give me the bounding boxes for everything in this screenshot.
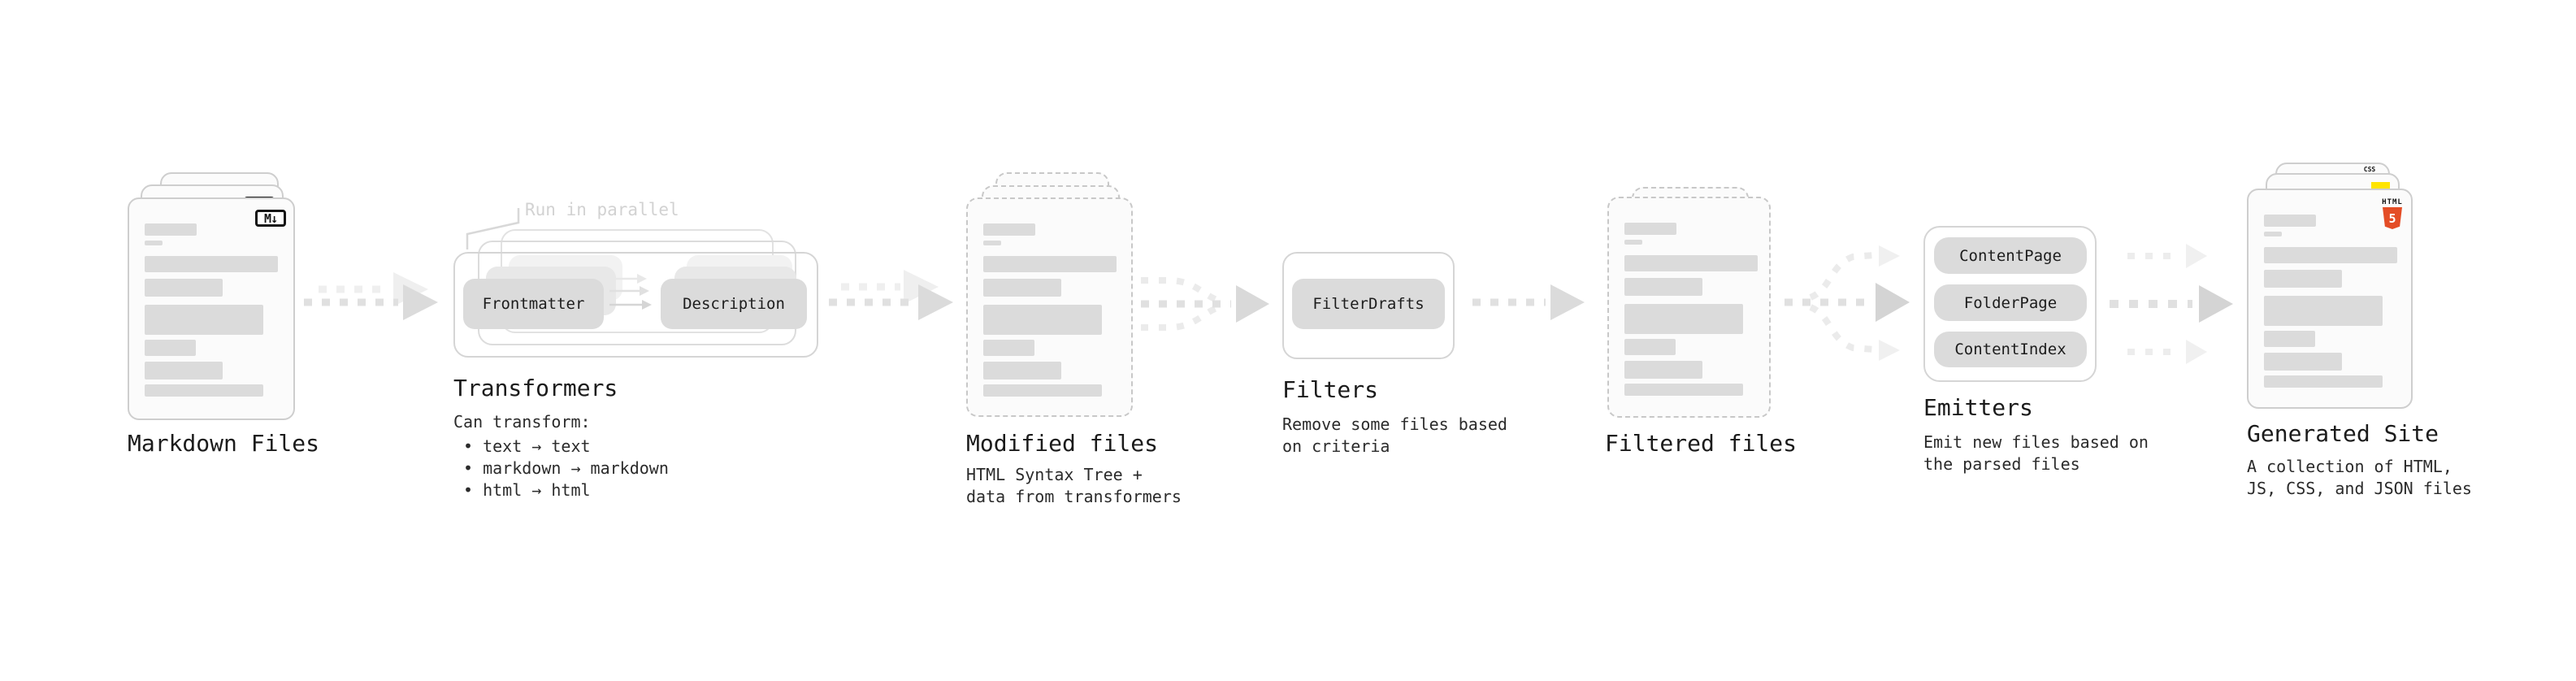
text-line-placeholder [145,241,163,245]
transformers-bullet-3: • html → html [463,480,591,500]
modified-files-desc-line2: data from transformers [966,487,1182,506]
text-line-placeholder [2264,247,2397,263]
html5-icon-shield: 5 [2383,207,2402,229]
text-line-placeholder [2264,232,2282,236]
text-line-placeholder [1624,278,1702,296]
filter-node-filterdrafts: FilterDrafts [1292,279,1445,329]
text-line-placeholder [145,256,278,272]
filters-desc-line2: on criteria [1282,436,1390,456]
filtered-files-title: Filtered files [1605,430,1798,457]
text-line-placeholder [145,384,263,397]
generated-file-card-html: HTML 5 [2247,189,2413,409]
generated-site-title: Generated Site [2247,420,2439,447]
emitters-desc-line1: Emit new files based on [1923,432,2149,452]
text-line-placeholder [2264,270,2342,288]
generated-site-desc-line2: JS, CSS, and JSON files [2247,479,2472,498]
run-in-parallel-annotation: Run in parallel [525,200,679,219]
markdown-file-card-front: M↓ [128,197,295,420]
arrow-markdown-to-transformers [304,272,438,320]
text-line-placeholder [145,223,197,236]
text-line-placeholder [2264,215,2316,227]
text-line-placeholder [1624,339,1676,355]
text-line-placeholder [145,340,196,356]
arrow-filtered-to-emitters [1785,245,1910,361]
transformers-bullet-2: • markdown → markdown [463,458,669,478]
filters-desc: Remove some files based on criteria [1282,414,1507,458]
markdown-files-title: Markdown Files [128,430,320,457]
emitter-node-contentindex: ContentIndex [1934,332,2087,367]
modified-files-desc: HTML Syntax Tree + data from transformer… [966,464,1182,508]
html5-icon: HTML 5 [2381,198,2404,229]
transformers-container-front [453,252,818,358]
text-line-placeholder [983,256,1117,272]
text-line-placeholder [145,279,223,297]
text-line-placeholder [983,340,1034,356]
text-line-placeholder [145,362,223,380]
modified-files-desc-line1: HTML Syntax Tree + [966,465,1143,484]
emitters-title: Emitters [1923,394,2033,421]
emitters-desc: Emit new files based on the parsed files [1923,432,2149,475]
emitters-container [1923,226,2097,382]
transformers-bullet-1: • text → text [463,436,591,456]
text-line-placeholder [983,362,1061,380]
text-line-placeholder [2264,375,2383,388]
transformers-bullet-list: • text → text • markdown → markdown • ht… [463,436,669,501]
text-line-placeholder [1624,304,1743,334]
text-line-placeholder [983,305,1102,335]
text-line-placeholder [2264,353,2342,371]
text-line-placeholder [1624,361,1702,379]
text-line-placeholder [1624,384,1743,396]
arrow-emitters-to-generated [2110,244,2233,364]
filters-container [1282,252,1455,359]
text-line-placeholder [1624,240,1642,245]
generated-site-desc-line1: A collection of HTML, [2247,457,2452,476]
emitter-node-contentpage: ContentPage [1934,237,2087,274]
text-line-placeholder [983,223,1035,236]
text-line-placeholder [1624,255,1758,271]
arrow-modified-to-filters [1141,277,1269,331]
emitters-desc-line2: the parsed files [1923,454,2080,474]
filters-desc-line1: Remove some files based [1282,414,1507,434]
text-line-placeholder [983,241,1001,245]
filtered-file-card-front [1607,197,1771,418]
text-line-placeholder [2264,331,2315,347]
generated-site-desc: A collection of HTML, JS, CSS, and JSON … [2247,456,2472,500]
css-icon-label: CSS [2363,166,2376,173]
arrow-filters-to-filtered [1472,284,1585,320]
modified-files-title: Modified files [966,430,1159,457]
text-line-placeholder [2264,296,2383,326]
arrow-transformers-to-modified [829,270,953,320]
text-line-placeholder [1624,223,1676,235]
transformer-node-description: Description [661,279,807,329]
transformer-node-frontmatter: Frontmatter [463,279,604,329]
text-line-placeholder [983,279,1061,297]
emitter-node-folderpage: FolderPage [1934,284,2087,321]
markdown-icon: M↓ [255,210,286,227]
text-line-placeholder [145,305,263,335]
transformers-title: Transformers [453,375,618,401]
filters-title: Filters [1282,376,1379,403]
text-line-placeholder [983,384,1102,397]
transformers-desc-intro: Can transform: [453,412,591,432]
html5-icon-label: HTML [2382,198,2403,206]
modified-file-card-front [966,197,1133,417]
